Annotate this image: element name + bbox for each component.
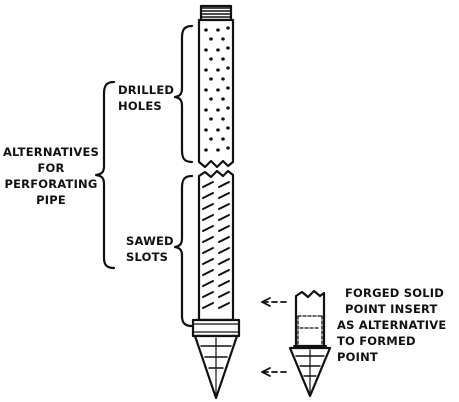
drilled-hole: [204, 88, 208, 92]
sawed-slot: [202, 236, 214, 243]
drilled-holes: [204, 26, 230, 152]
insert-note-line-2: POINT INSERT: [345, 302, 438, 316]
drilled-holes-brace: [173, 24, 194, 164]
sawed-slot: [218, 258, 230, 265]
drilled-hole: [204, 48, 208, 52]
drilled-hole: [226, 126, 230, 130]
drilled-hole: [221, 77, 225, 81]
drilled-hole: [209, 97, 213, 101]
sawed-slot: [218, 269, 230, 276]
sawed-slot: [202, 302, 214, 309]
alternatives-line-4: PIPE: [36, 193, 66, 207]
sawed-slot: [202, 181, 214, 188]
insert-note-line-4: TO FORMED: [337, 334, 416, 348]
sawed-slot: [218, 203, 230, 210]
drilled-hole: [216, 28, 220, 32]
insert-note-line-1: FORGED SOLID: [345, 286, 444, 300]
drilled-hole: [216, 68, 220, 72]
drilled-holes-line-2: HOLES: [118, 99, 162, 113]
insert-arrows: [261, 297, 287, 377]
drilled-hole: [216, 128, 220, 132]
drilled-hole: [226, 66, 230, 70]
drilled-hole: [221, 57, 225, 61]
sawed-slot: [218, 192, 230, 199]
sawed-slot: [202, 214, 214, 221]
alternatives-brace: [94, 80, 116, 270]
insert-note-label: FORGED SOLID POINT INSERT AS ALTERNATIVE…: [337, 285, 446, 365]
sawed-slot: [202, 280, 214, 287]
pipe-thread: [199, 4, 233, 22]
sawed-slot: [218, 214, 230, 221]
sawed-slot: [202, 225, 214, 232]
drilled-hole: [216, 108, 220, 112]
sawed-slot: [202, 247, 214, 254]
drilled-pipe-section: [197, 4, 235, 169]
drilled-holes-label: DRILLED HOLES: [118, 82, 174, 114]
alternatives-line-3: PERFORATING: [4, 177, 98, 191]
slotted-pipe-section: [197, 169, 235, 322]
drilled-hole: [226, 86, 230, 90]
alternatives-line-1: ALTERNATIVES: [2, 145, 100, 159]
drilled-hole: [226, 106, 230, 110]
drilled-hole: [204, 148, 208, 152]
drilled-hole: [204, 128, 208, 132]
drilled-hole: [216, 148, 220, 152]
drilled-hole: [216, 48, 220, 52]
drilled-hole: [209, 137, 213, 141]
drilled-hole: [209, 57, 213, 61]
pipe-collar: [191, 318, 241, 338]
sawed-slots-line-2: SLOTS: [126, 250, 169, 264]
sawed-slots: [202, 181, 230, 309]
sawed-slot: [202, 258, 214, 265]
drilled-hole: [204, 68, 208, 72]
drilled-hole: [204, 108, 208, 112]
drilled-hole: [221, 117, 225, 121]
drilled-hole: [226, 146, 230, 150]
lower-arrow-head: [261, 367, 271, 377]
sawed-slots-brace: [173, 174, 194, 328]
sawed-slot: [218, 225, 230, 232]
drilled-hole: [209, 37, 213, 41]
drilled-hole: [204, 28, 208, 32]
sawed-slots-label: SAWED SLOTS: [126, 233, 174, 265]
sawed-slots-line-1: SAWED: [126, 234, 174, 248]
sawed-slot: [202, 203, 214, 210]
sawed-slot: [218, 291, 230, 298]
sawed-slot: [202, 192, 214, 199]
alternatives-label: ALTERNATIVES FOR PERFORATING PIPE: [2, 144, 100, 208]
drilled-hole: [221, 137, 225, 141]
sawed-slot: [218, 181, 230, 188]
drilled-holes-line-1: DRILLED: [118, 83, 175, 97]
sawed-slot: [202, 291, 214, 298]
drilled-hole: [209, 117, 213, 121]
sawed-slot: [218, 236, 230, 243]
alternatives-line-2: FOR: [37, 161, 65, 175]
insert-note-line-3: AS ALTERNATIVE: [337, 318, 447, 332]
upper-arrow-head: [261, 297, 271, 307]
drilled-hole: [216, 88, 220, 92]
point-insert-detail: [288, 289, 332, 398]
drilled-hole: [226, 46, 230, 50]
sawed-slot: [218, 280, 230, 287]
formed-point: [193, 334, 239, 400]
sawed-slot: [218, 247, 230, 254]
drilled-hole: [221, 97, 225, 101]
drilled-hole: [226, 26, 230, 30]
drilled-hole: [221, 37, 225, 41]
sawed-slot: [218, 302, 230, 309]
drilled-hole: [209, 77, 213, 81]
insert-note-line-5: POINT: [337, 350, 378, 364]
sawed-slot: [202, 269, 214, 276]
